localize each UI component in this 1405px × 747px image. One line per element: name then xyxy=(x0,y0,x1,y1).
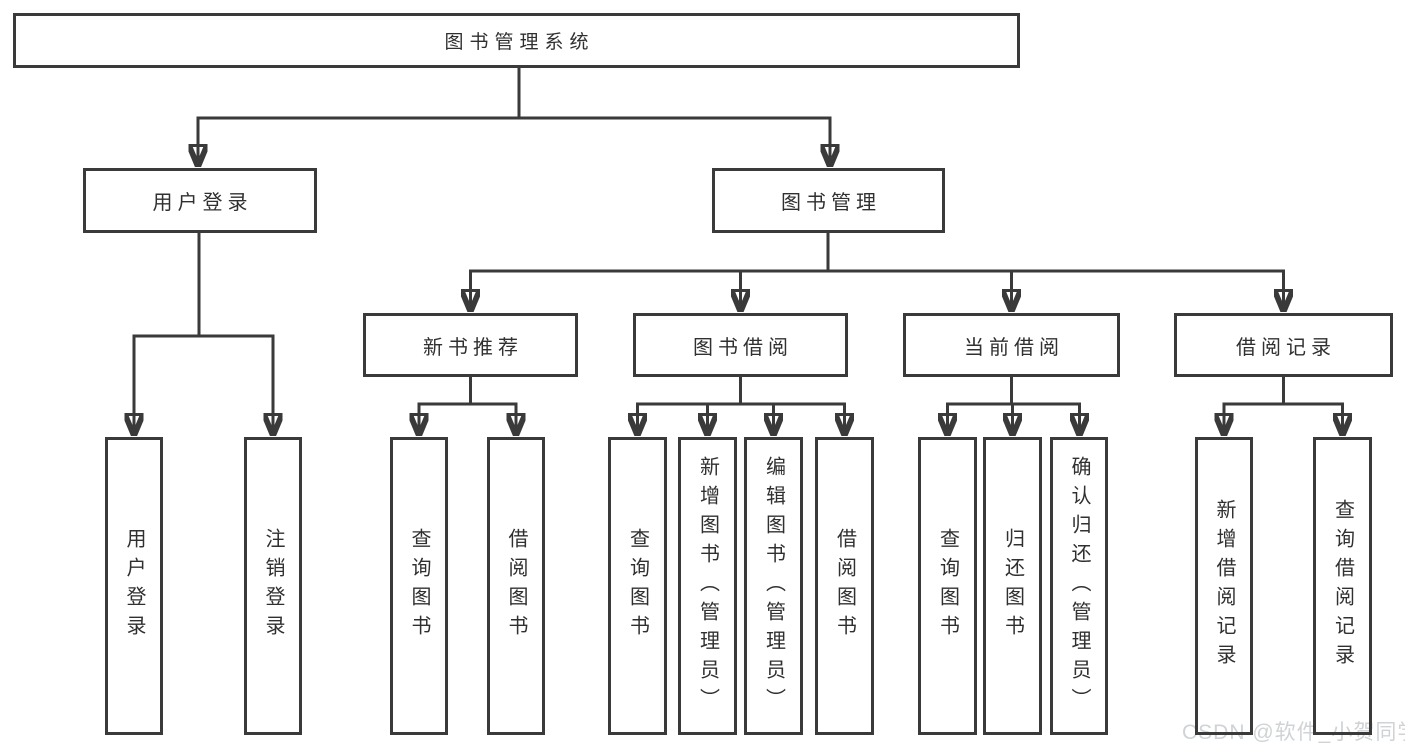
edges-book-management-to-level3 xyxy=(469,233,1285,311)
leaf-label: 查询图书 xyxy=(626,528,649,644)
leaf-query-books-recommend: 查询图书 xyxy=(390,437,448,735)
leaf-label: 查询图书 xyxy=(408,528,430,644)
node-book-management: 图书管理 xyxy=(712,168,945,233)
leaf-label: 借阅图书 xyxy=(505,528,527,644)
leaf-label: 查询借阅记录 xyxy=(1331,499,1354,673)
node-current-borrowing: 当前借阅 xyxy=(903,313,1120,377)
leaf-label: 新增借阅记录 xyxy=(1213,499,1235,673)
edges-book-borrowing-children xyxy=(636,377,846,435)
node-new-book-recommendation: 新书推荐 xyxy=(363,313,578,377)
leaf-label: 归还图书 xyxy=(1001,528,1024,644)
node-user-login: 用户登录 xyxy=(83,168,317,233)
edges-new-book-recommendation-children xyxy=(418,377,518,435)
leaf-label: 用户登录 xyxy=(123,528,145,644)
node-book-borrowing: 图书借阅 xyxy=(633,313,848,377)
leaf-label: 注销登录 xyxy=(262,528,284,644)
edges-current-borrowing-children xyxy=(946,377,1081,435)
leaf-label: 确认归还（管理员） xyxy=(1068,455,1090,717)
edges-root-to-level2 xyxy=(197,68,832,166)
leaf-user-login: 用户登录 xyxy=(105,437,163,735)
leaf-query-borrow-record: 查询借阅记录 xyxy=(1313,437,1372,735)
watermark: CSDN @软件_小贺同学 xyxy=(1182,721,1405,744)
edges-borrowing-records-children xyxy=(1223,377,1345,435)
leaf-add-book-admin: 新增图书（管理员） xyxy=(678,437,737,735)
leaf-query-books-current: 查询图书 xyxy=(918,437,977,735)
leaf-logout: 注销登录 xyxy=(244,437,302,735)
leaf-add-borrow-record: 新增借阅记录 xyxy=(1195,437,1253,735)
node-borrowing-records: 借阅记录 xyxy=(1174,313,1393,377)
leaf-edit-book-admin: 编辑图书（管理员） xyxy=(744,437,803,735)
leaf-borrow-books-recommend: 借阅图书 xyxy=(487,437,545,735)
node-root: 图书管理系统 xyxy=(13,13,1020,68)
edges-user-login-children xyxy=(133,233,275,435)
leaf-query-books-borrowing: 查询图书 xyxy=(608,437,667,735)
leaf-borrow-books: 借阅图书 xyxy=(815,437,874,735)
leaf-return-books: 归还图书 xyxy=(983,437,1042,735)
leaf-label: 查询图书 xyxy=(936,528,959,644)
leaf-label: 借阅图书 xyxy=(833,528,856,644)
leaf-label: 新增图书（管理员） xyxy=(696,455,719,717)
leaf-label: 编辑图书（管理员） xyxy=(762,455,785,717)
leaf-confirm-return-admin: 确认归还（管理员） xyxy=(1050,437,1108,735)
